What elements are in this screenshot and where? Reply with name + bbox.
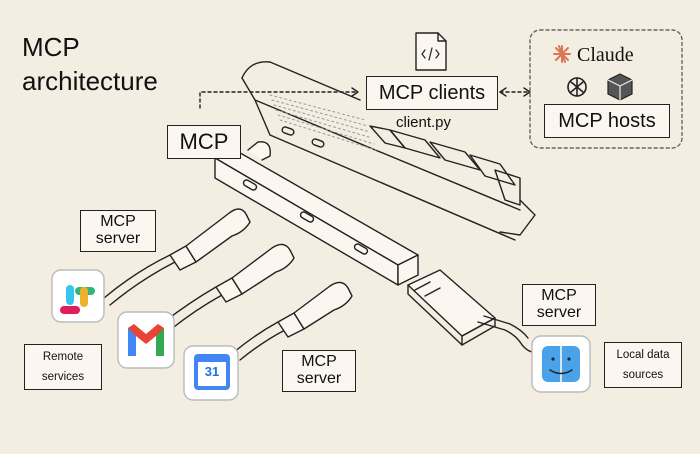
google-calendar-icon — [183, 345, 239, 401]
title-line-1: MCP — [22, 32, 80, 62]
local-data-sources-box: Local data sources — [604, 342, 682, 388]
remote-services-box: Remote services — [24, 344, 102, 390]
mcp-box: MCP — [167, 125, 241, 159]
calendar-day-number: 31 — [204, 364, 220, 379]
remote-label-line-2: services — [41, 371, 85, 383]
title-line-2: architecture — [22, 66, 158, 96]
cable-calendar — [233, 281, 353, 361]
laptop-illustration — [241, 61, 536, 241]
slack-logo-icon — [51, 269, 105, 323]
claude-sunburst-icon — [553, 45, 571, 63]
server-label-line-1: MCP — [541, 287, 577, 305]
remote-label-line-1: Remote — [42, 351, 84, 363]
code-file-icon — [415, 32, 447, 71]
openai-logo-icon — [567, 77, 587, 97]
cable-slack — [103, 208, 251, 306]
laptop-port — [311, 138, 325, 148]
dashed-connector — [199, 87, 531, 109]
cable-finder — [407, 269, 533, 353]
speaker-grill — [269, 94, 377, 151]
local-label-line-2: sources — [622, 369, 664, 381]
client-file-label: client.py — [396, 114, 452, 131]
server-label-line-1: MCP — [301, 353, 337, 371]
mcp-server-box-middle: MCP server — [282, 350, 356, 392]
page-title: MCP architecture — [22, 30, 158, 98]
mcp-server-box-right: MCP server — [522, 284, 596, 326]
local-label-line-1: Local data — [616, 349, 670, 361]
mcp-hosts-box: MCP hosts — [544, 104, 670, 138]
server-label-line-2: server — [536, 304, 582, 321]
hosts-group — [529, 29, 683, 149]
laptop-port — [281, 126, 295, 136]
server-label-line-2: server — [95, 230, 141, 247]
mcp-clients-box: MCP clients — [366, 76, 498, 110]
cube-logo-icon — [607, 73, 633, 101]
claude-label: Claude — [577, 44, 634, 66]
server-label-line-1: MCP — [100, 213, 136, 231]
keyboard-keys — [369, 125, 521, 206]
finder-logo-icon — [531, 335, 591, 393]
mcp-server-box-top: MCP server — [80, 210, 156, 252]
server-label-line-2: server — [296, 370, 342, 387]
usb-hub-illustration — [214, 141, 419, 286]
gmail-logo-icon — [117, 311, 175, 369]
